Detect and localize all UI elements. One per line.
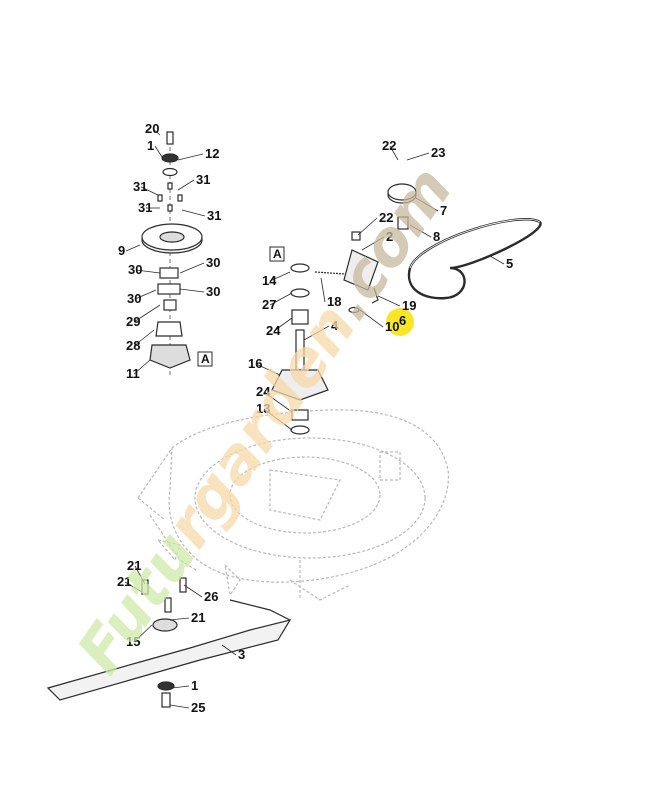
leader-line [133,624,153,643]
callout-5: 5 [506,256,513,271]
callout-30: 30 [128,262,142,277]
left-pulley-assembly [141,131,203,375]
callout-30: 30 [127,291,141,306]
callout-9: 9 [118,243,125,258]
callout-18: 18 [327,294,341,309]
watermark-text: Futurgarden.com [62,153,466,686]
callout-31: 31 [196,172,210,187]
leader-line [134,289,157,300]
spindle-assembly [271,263,329,435]
leader-line [154,145,163,158]
callout-29: 29 [126,314,140,329]
callout-31: 31 [138,200,152,215]
highlight-marker [386,308,414,336]
leader-line [415,197,439,212]
idler-assembly [314,183,417,314]
leader-line [140,186,159,196]
leader-line [177,179,195,191]
leader-line [273,317,293,332]
leader-line [361,236,385,251]
reference-box [269,246,285,262]
callout-24: 24 [266,323,281,338]
callout-12: 12 [205,146,219,161]
leader-line [303,325,330,341]
watermark: Futurgarden.com [62,153,466,686]
reference-box [197,351,213,367]
leader-line [134,565,146,585]
callout-21: 21 [191,610,205,625]
leader-line [359,309,384,328]
callout-10: 10 [385,319,399,334]
leader-line [181,209,206,217]
callout-27: 27 [262,297,276,312]
leader-line [389,145,399,161]
leader-line [263,391,293,413]
callout-15: 15 [126,634,140,649]
leader-line [179,288,205,293]
leader-line [171,685,190,689]
leader-line [152,128,161,136]
leader-line [133,359,151,375]
callout-22: 22 [379,210,393,225]
callout-20: 20 [145,121,159,136]
callout-31: 31 [207,208,221,223]
callout-2: 2 [386,229,393,244]
callout-30: 30 [206,284,220,299]
leader-line [125,244,141,252]
blade-assembly [46,577,292,708]
leader-line [183,584,203,598]
leader-line [255,363,281,376]
leader-line [409,224,432,238]
callout-3: 3 [238,647,245,662]
callout-4: 4 [331,318,339,333]
leader-line [269,292,293,306]
callout-24: 24 [256,384,271,399]
callout-28: 28 [126,338,140,353]
leader-line [489,255,505,265]
leader-line [179,262,205,274]
callout-26: 26 [204,589,218,604]
leader-line [135,269,161,274]
leader-line [169,617,190,621]
leader-line [133,329,155,347]
callout-21: 21 [127,558,141,573]
callout-13: 13 [256,401,270,416]
leader-line [377,295,401,307]
callout-25: 25 [191,700,205,715]
callout-23: 23 [431,145,445,160]
callout-A: A [273,247,282,261]
leader-line [263,408,293,431]
leader-line [221,644,237,656]
callout-8: 8 [433,229,440,244]
callout-21: 21 [117,574,131,589]
leader-line [320,277,326,303]
leader-line [169,704,190,709]
callout-31: 31 [133,179,147,194]
callout-1: 1 [147,138,154,153]
leader-line [177,153,204,161]
leader-line [269,271,291,282]
leader-line [124,581,143,593]
callout-1: 1 [191,678,198,693]
callout-22: 22 [382,138,396,153]
callout-6: 6 [399,313,406,328]
callout-30: 30 [206,255,220,270]
leader-line [133,304,161,323]
callout-7: 7 [440,203,447,218]
callout-A: A [201,352,210,366]
leader-line [357,217,378,236]
leader-line [406,152,430,161]
callout-11: 11 [126,366,140,381]
callout-19: 19 [402,298,416,313]
callout-16: 16 [248,356,262,371]
callout-14: 14 [262,273,277,288]
